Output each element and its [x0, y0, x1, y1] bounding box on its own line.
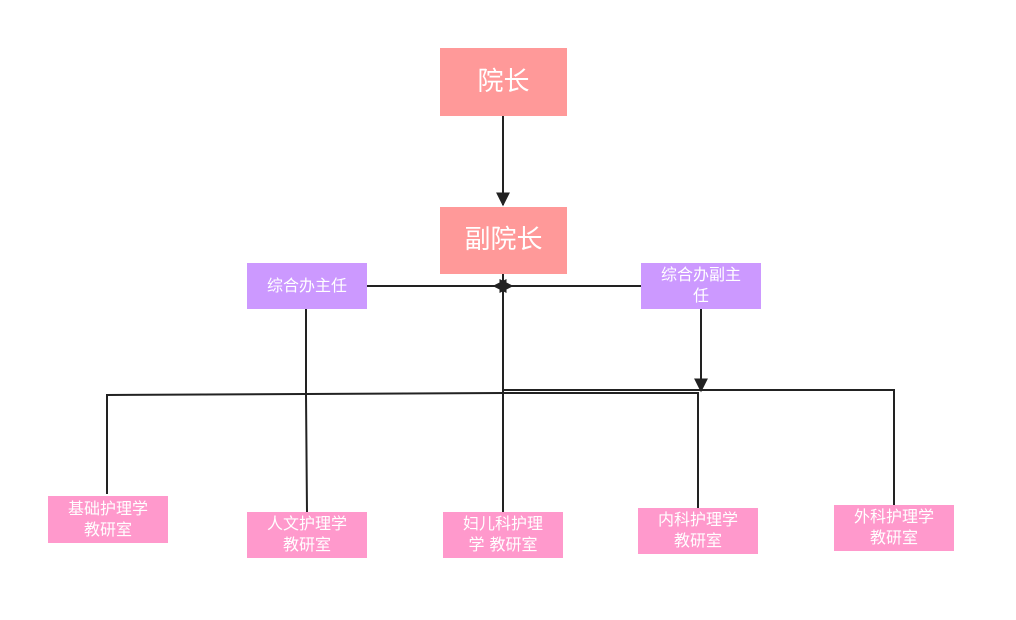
node-vice-dean-label: 副院长 [464, 225, 543, 256]
node-office-director-label: 综合办主任 [266, 275, 347, 295]
node-dept-humanities[interactable]: 人文护理学 教研室 [247, 512, 367, 558]
node-dept-internal-label: 内科护理学 教研室 [657, 510, 738, 550]
edge-director-down [305, 309, 308, 513]
node-vice-dean[interactable]: 副院长 [440, 207, 567, 274]
node-dept-surgical-label: 外科护理学 教研室 [853, 507, 934, 547]
node-dept-humanities-label: 人文护理学 教研室 [266, 514, 347, 554]
node-office-deputy[interactable]: 综合办副主 任 [641, 263, 761, 309]
node-dept-internal[interactable]: 内科护理学 教研室 [638, 508, 758, 554]
edge-bus-lower [106, 392, 699, 508]
node-dept-obgyn-pediatric-label: 妇儿科护理 学 教研室 [462, 514, 543, 554]
node-dept-surgical[interactable]: 外科护理学 教研室 [834, 505, 954, 551]
edge-bus-upper [503, 389, 895, 505]
node-dean[interactable]: 院长 [440, 48, 567, 116]
node-dept-basic[interactable]: 基础护理学 教研室 [48, 496, 168, 543]
node-office-director[interactable]: 综合办主任 [247, 263, 367, 309]
node-dean-label: 院长 [477, 66, 530, 97]
node-dept-basic-label: 基础护理学 教研室 [67, 498, 148, 539]
node-dept-obgyn-pediatric[interactable]: 妇儿科护理 学 教研室 [443, 512, 563, 558]
node-office-deputy-label: 综合办副主 任 [660, 265, 741, 305]
